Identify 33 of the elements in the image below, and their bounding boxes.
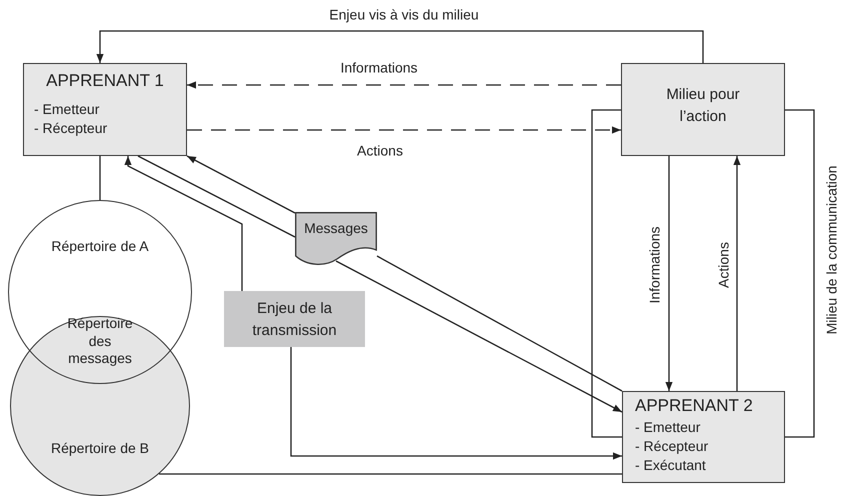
document-shape xyxy=(295,212,377,266)
box-heading: APPRENANT 1 xyxy=(45,70,165,92)
arrow xyxy=(290,347,622,460)
arrow xyxy=(665,156,673,391)
dashed-arrow xyxy=(187,81,621,89)
stake-box xyxy=(224,291,365,347)
arrow xyxy=(336,260,622,413)
connector-line xyxy=(138,155,296,238)
environment-box xyxy=(621,63,785,156)
arrow xyxy=(186,155,296,214)
connector-line xyxy=(785,109,815,438)
overlap-label: Répertoire des messages xyxy=(66,314,134,368)
role-item: - Exécutant xyxy=(635,456,707,475)
arrow xyxy=(124,156,243,291)
node-label: Milieu pour l’action xyxy=(665,85,741,127)
role-item: - Récepteur xyxy=(635,436,710,456)
role-item: - Emetteur xyxy=(635,418,702,437)
arrow xyxy=(96,30,704,63)
connector-line xyxy=(591,109,622,438)
role-item: - Emetteur xyxy=(34,100,100,119)
learner-box xyxy=(23,63,187,156)
dashed-arrow xyxy=(187,126,621,134)
node-label: Enjeu de la transmission xyxy=(251,299,338,341)
connector-line xyxy=(159,473,622,475)
role-item: - Récepteur xyxy=(34,118,108,138)
connector-line xyxy=(99,156,101,200)
connector-line xyxy=(376,255,622,392)
arrow xyxy=(733,156,741,391)
node-label: Messages xyxy=(303,219,369,238)
node-label: Répertoire de B xyxy=(50,439,150,458)
node-label: Répertoire de A xyxy=(50,237,150,256)
box-heading: APPRENANT 2 xyxy=(635,395,754,417)
learner-box xyxy=(622,391,785,483)
